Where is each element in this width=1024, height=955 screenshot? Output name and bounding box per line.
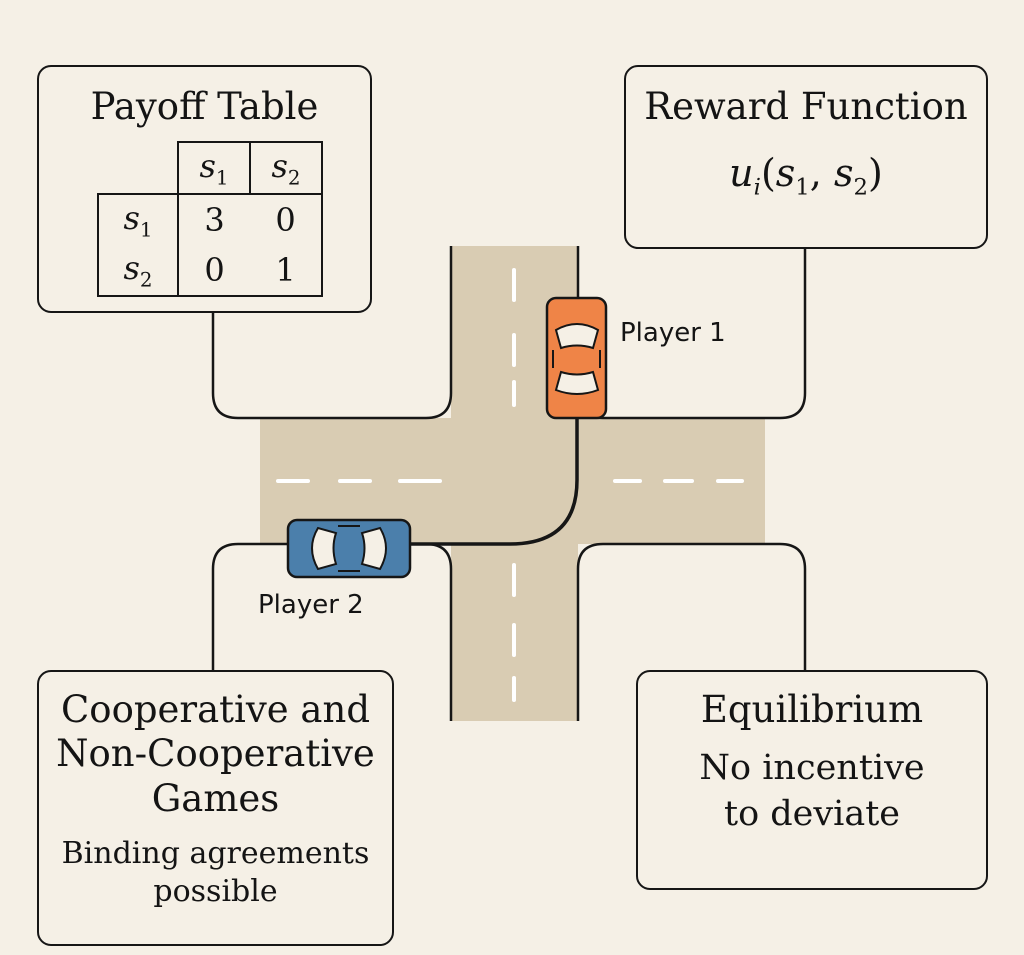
payoff-cell: 1: [250, 245, 323, 297]
payoff-header-row: s1 s2: [98, 141, 323, 194]
cooperative-games-description: Binding agreements possible: [61, 836, 370, 909]
row-header-s1: s1: [97, 193, 179, 245]
cooperative-games-box: Cooperative and Non-Cooperative Games Bi…: [37, 670, 394, 946]
payoff-table: s1 s2 s1 3 0 s2 0 1: [97, 141, 323, 297]
column-header-s2: s2: [250, 141, 323, 194]
reward-function-box: Reward Function ui(s1, s2): [624, 65, 988, 249]
row-header-s2: s2: [97, 245, 179, 297]
reward-formula: ui(s1, s2): [729, 151, 883, 201]
equilibrium-title: Equilibrium: [700, 688, 924, 731]
payoff-row-s2: s2 0 1: [97, 245, 323, 297]
player1-label: Player 1: [620, 318, 726, 348]
payoff-row-s1: s1 3 0: [97, 193, 323, 245]
payoff-table-box: Payoff Table s1 s2 s1 3 0 s2 0 1: [37, 65, 372, 313]
column-header-s1: s1: [177, 141, 251, 194]
payoff-cell: 0: [177, 245, 250, 297]
table-corner: [98, 142, 178, 194]
cooperative-games-title: Cooperative and Non-Cooperative Games: [56, 688, 375, 820]
equilibrium-box: Equilibrium No incentive to deviate: [636, 670, 988, 890]
player1-car: [545, 296, 608, 420]
payoff-table-title: Payoff Table: [90, 85, 319, 128]
player2-label: Player 2: [258, 590, 364, 620]
lane-markings: [276, 268, 744, 702]
payoff-cell: 3: [177, 193, 250, 245]
equilibrium-description: No incentive to deviate: [699, 748, 925, 834]
car-trajectory: [408, 418, 579, 546]
reward-function-title: Reward Function: [644, 85, 968, 128]
payoff-cell: 0: [250, 193, 323, 245]
player2-car: [286, 518, 412, 579]
